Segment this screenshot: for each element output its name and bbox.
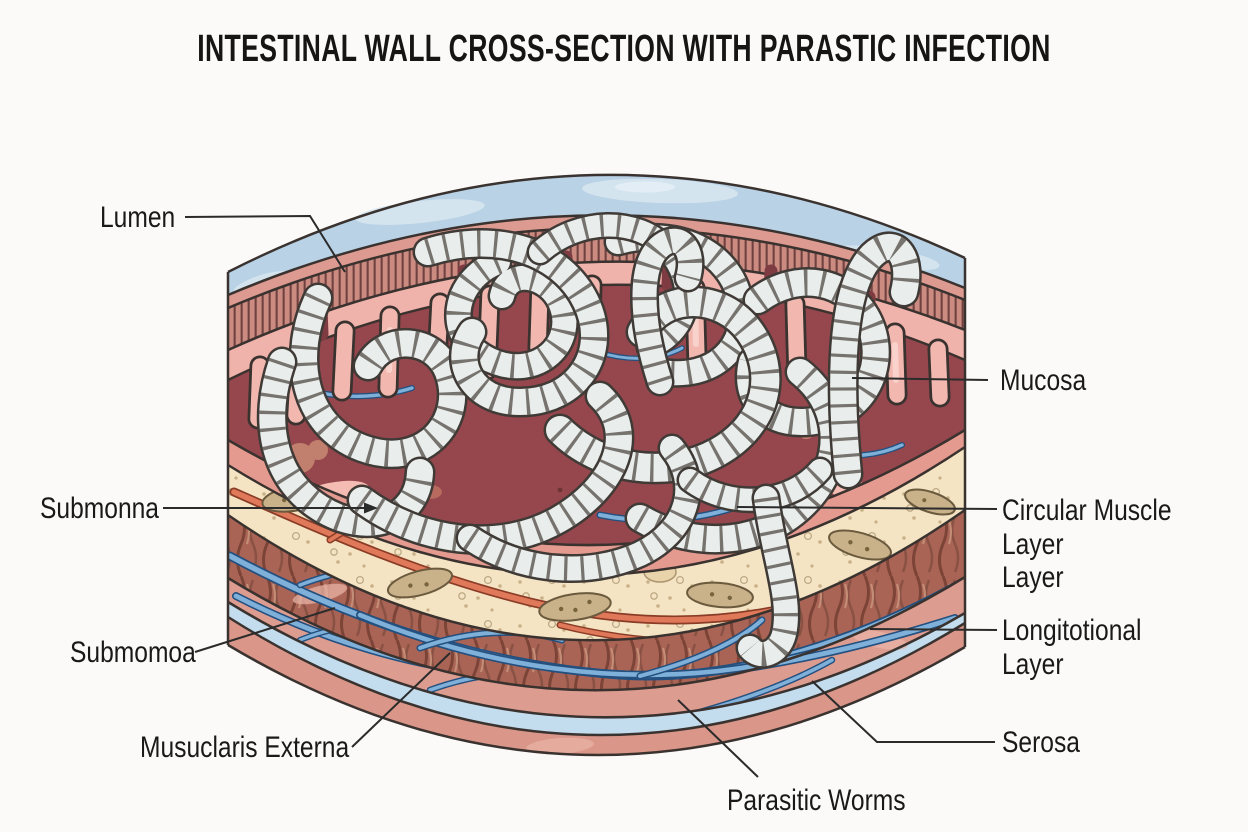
leader-circular-muscle <box>736 506 998 510</box>
leader-parasitic-worms <box>677 699 759 778</box>
leader-lines <box>163 214 998 778</box>
label-serosa: Serosa <box>1002 726 1080 759</box>
label-parasitic-worms: Parasitic Worms <box>727 784 906 817</box>
label-musuclaris-externa: Musuclaris Externa <box>140 731 350 764</box>
label-lumen: Lumen <box>100 201 176 234</box>
layer-serosa <box>228 602 965 736</box>
leader-submomoa <box>194 607 336 653</box>
label-mucosa: Mucosa <box>1000 364 1087 397</box>
layer-salmon-top <box>228 215 965 308</box>
label-submonna: Submonna <box>40 492 159 525</box>
layer-outer <box>228 617 965 756</box>
label-circular-muscle-layer: Circular Muscle Layer Layer <box>1002 494 1172 595</box>
label-submomoa: Submomoa <box>70 636 196 669</box>
leader-longitotional <box>869 628 998 631</box>
leader-musuclaris <box>351 652 451 748</box>
label-longitotional-layer: Longitotional Layer <box>1002 614 1142 681</box>
leader-mucosa <box>851 377 989 381</box>
leader-serosa <box>811 680 995 743</box>
leader-lumen <box>184 214 346 273</box>
page-title: INTESTINAL WALL CROSS-SECTION WITH PARAS… <box>197 28 1051 70</box>
leader-submonna-arrow <box>364 502 378 514</box>
